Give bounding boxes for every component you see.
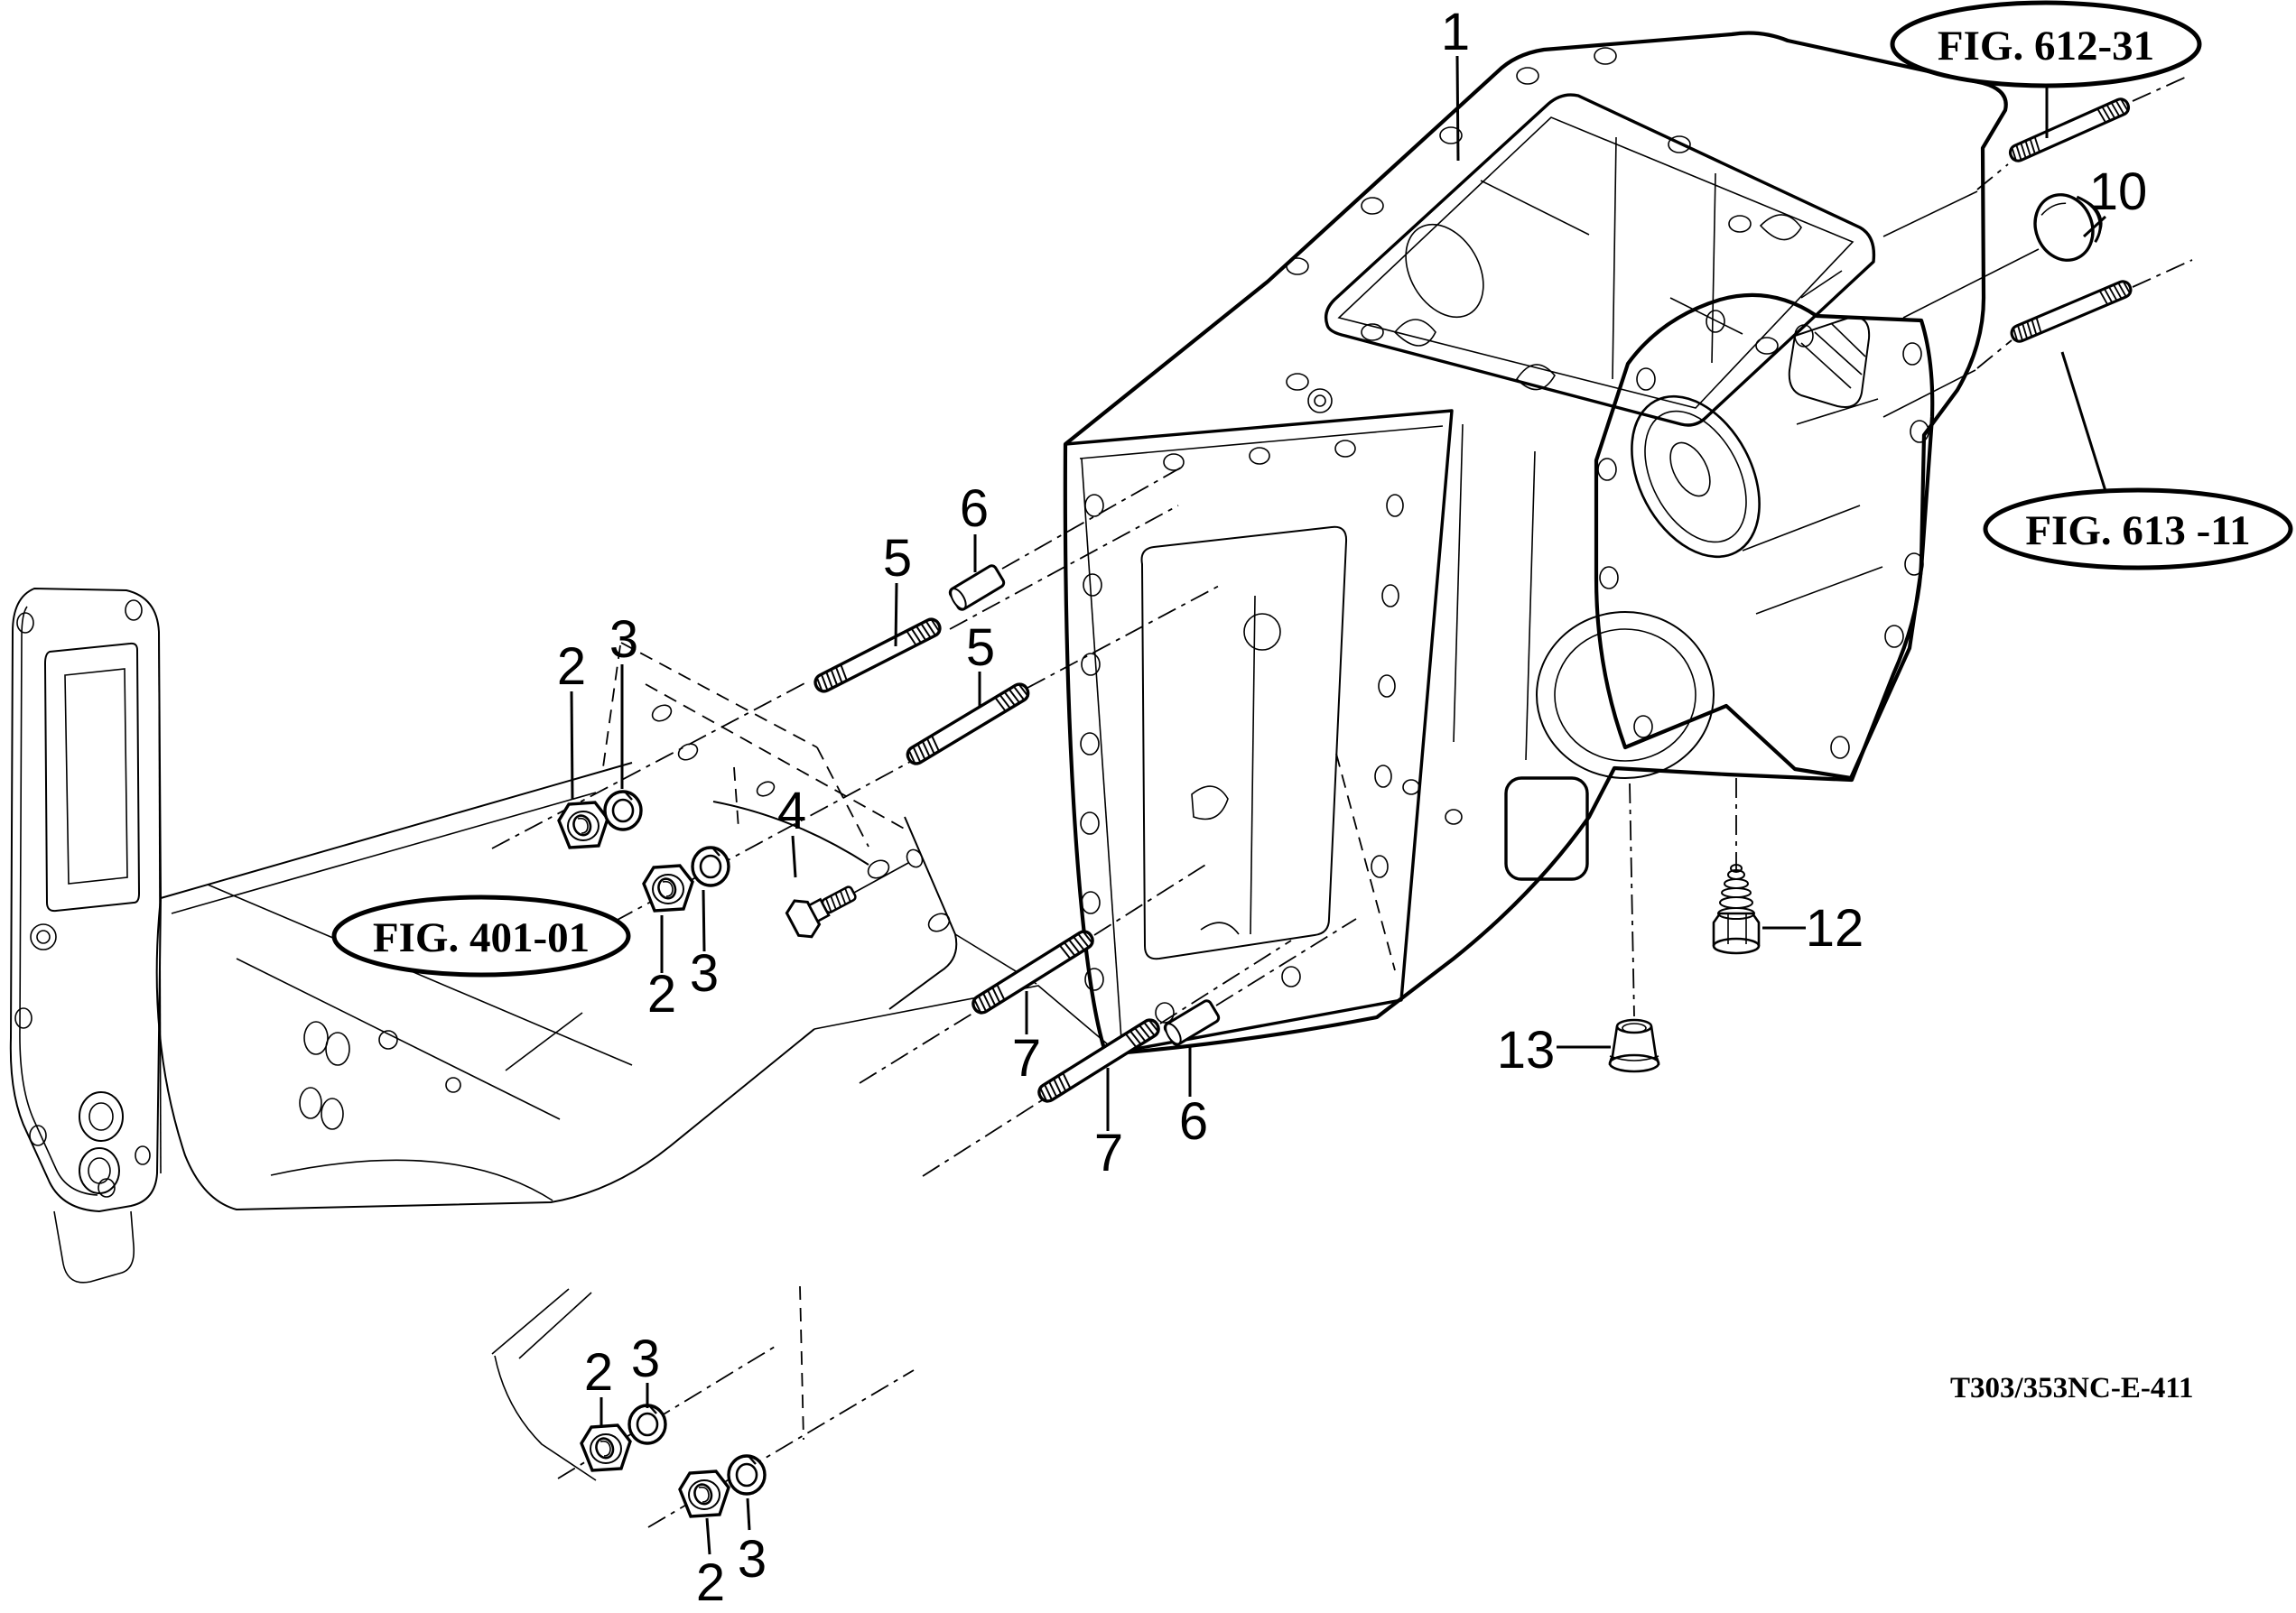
callout-2b: 2 [647,965,676,1024]
stud-fig613 [2007,277,2135,346]
washer-3d [727,1454,767,1496]
left-clutch-housing [9,587,1110,1481]
fig-ref-613-11-balloon [1983,487,2293,570]
case-bottom-boss [1504,776,1589,881]
washer-3b [691,846,730,887]
case-outline [1063,31,2008,1057]
cap-13 [1608,1018,1660,1073]
locating-lines [851,190,2040,895]
case-interior-top [1393,136,1843,391]
case-rear-face [1536,292,1935,781]
case-side-lines [1335,423,1536,971]
bolt-4 [785,885,857,939]
callout-7a: 7 [1012,1029,1041,1088]
transmission-case [1063,31,2008,1057]
stud-7a [968,926,1098,1018]
fasteners [557,95,2135,1518]
callout-3b: 3 [690,944,719,1003]
callout-12: 12 [1806,899,1864,958]
nut-2a [557,801,609,849]
top-opening [1324,93,1876,427]
nut-2c [580,1423,632,1472]
callout-7b: 7 [1094,1124,1123,1182]
figure-references: FIG. 612-31 FIG. 613 -11 FIG. 401-01 [331,0,2293,978]
fig-ref-401-01: FIG. 401-01 [373,914,590,961]
left-end-plate [9,587,163,1284]
fig-ref-613-11: FIG. 613 -11 [2025,507,2250,554]
callout-3c: 3 [631,1330,660,1388]
plug-10 [2033,193,2103,262]
callout-5a: 5 [883,529,912,588]
callout-1: 1 [1441,3,1470,61]
fig-ref-612-31: FIG. 612-31 [1938,23,2154,70]
callout-6a: 6 [960,479,989,538]
callout-10: 10 [2089,162,2148,221]
callout-5b: 5 [966,618,995,677]
housing-body [155,642,1110,1481]
fig-ref-612-31-balloon [1890,0,2202,88]
callout-2c: 2 [584,1343,613,1402]
callout-13: 13 [1497,1021,1556,1080]
centerlines [491,75,2193,1528]
callout-4: 4 [777,782,806,840]
stud-fig612 [2006,95,2133,165]
callout-2a: 2 [557,637,586,696]
stud-5b [903,680,1033,768]
callout-6b: 6 [1179,1092,1208,1151]
stud-5a [811,615,944,696]
washer-3a [603,790,643,831]
drawing-code: T303/353NC-E-411 [1950,1372,2194,1404]
breather-12 [1712,864,1761,955]
callout-2d: 2 [696,1553,725,1612]
washer-3c [627,1404,667,1445]
callout-3d: 3 [738,1530,767,1589]
fig-ref-401-01-balloon [331,895,631,978]
callouts: 1 2 3 2 3 4 5 5 6 7 7 6 2 3 2 3 10 [557,3,2147,1612]
flange-bolt-holes [1286,47,1779,413]
case-front-face [1064,409,1454,1056]
nut-2d [678,1469,730,1518]
callout-3a: 3 [609,610,638,669]
nut-2b [642,864,694,913]
